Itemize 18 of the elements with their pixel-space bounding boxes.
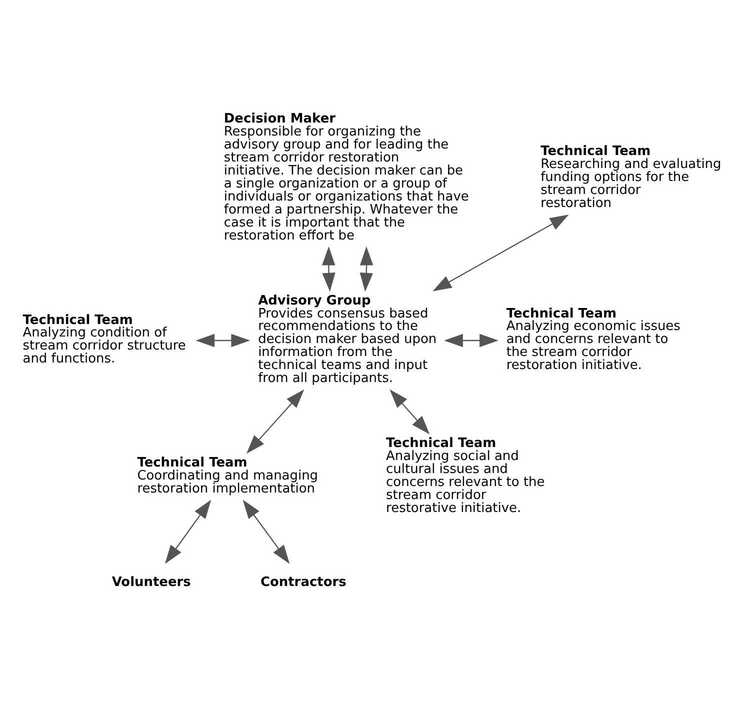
node-text: Technical Team Analyzing condition of stream corridor structure and functions. xyxy=(22,312,186,366)
node-text: Technical Team Researching and evaluating funding options for the stream corridor restoration xyxy=(540,144,722,210)
node-text: Technical Team Coordinating and managing restoration implementation xyxy=(137,454,318,496)
node-text: Technical Team Analyzing social and cultural issues and concerns relevant to the stream corridor restorative initiative. xyxy=(386,435,545,516)
arrow xyxy=(242,499,290,564)
arrow xyxy=(164,499,212,564)
node-text: Contractors xyxy=(260,574,346,590)
arrow xyxy=(360,246,374,292)
arrow xyxy=(246,388,304,454)
node-text: Decision Maker Responsible for organizing the advisory group and for leading the stream corridor restoration initiative. The decision maker can be a single organization or a group of individuals or organizations that have formed a partnership. Whatever the case it is important that the restoration effort be xyxy=(224,111,469,243)
arrow xyxy=(432,214,569,291)
arrow xyxy=(390,388,430,434)
arrow xyxy=(322,246,336,292)
node-text: Technical Team Analyzing economic issues and concerns relevant to the stream corridor restoration initiative. xyxy=(506,306,680,373)
arrow xyxy=(196,333,250,347)
arrow xyxy=(444,333,498,347)
node-text: Advisory Group Provides consensus based recommendations to the decision maker based upon information from the technical teams and input from all participants. xyxy=(258,292,437,386)
node-text: Volunteers xyxy=(112,574,191,590)
